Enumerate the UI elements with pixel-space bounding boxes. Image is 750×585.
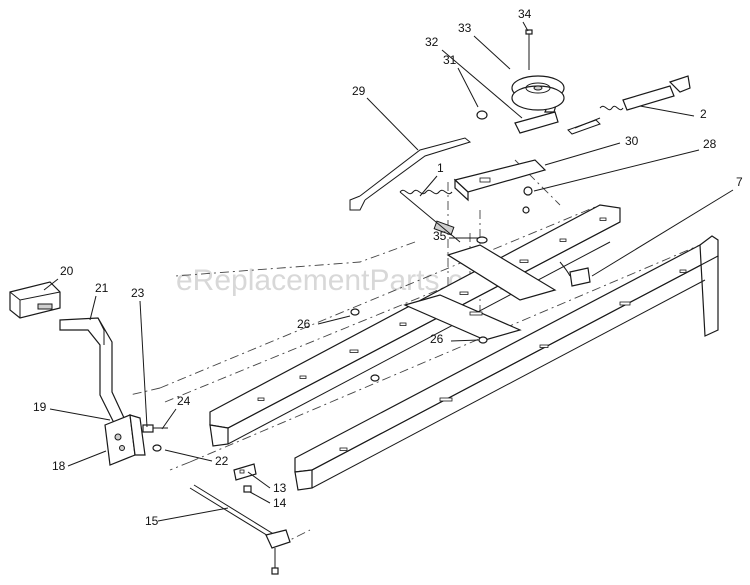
callout-label-34: 34: [518, 7, 532, 21]
nut-28: [523, 186, 533, 196]
pivot-bolt: [142, 424, 168, 433]
idler-pulley: [511, 75, 565, 111]
callout-label-20: 20: [60, 264, 74, 278]
callout-label-31: 31: [443, 53, 457, 67]
callout-leader-18: [67, 450, 107, 467]
callout-label-19: 19: [33, 400, 47, 414]
nut-31: [476, 110, 488, 120]
callout-label-33: 33: [458, 21, 472, 35]
callout-label-21: 21: [95, 281, 109, 295]
callout-leader-2: [639, 105, 695, 117]
callout-leader-34: [522, 21, 529, 32]
callout-leader-28: [533, 149, 700, 192]
washer: [370, 374, 380, 382]
callout-leader-33: [473, 35, 511, 70]
left-frame-rail: [209, 204, 621, 447]
washer-26-a: [350, 308, 360, 316]
callout-leader-26b: [450, 339, 480, 342]
callout-label-26a: 26: [297, 317, 311, 331]
callout-label-14: 14: [273, 496, 287, 510]
callout-label-26b: 26: [430, 332, 444, 346]
callout-label-30: 30: [625, 134, 639, 148]
pulley-bolt: [525, 29, 533, 70]
control-cable: [567, 75, 691, 135]
nut: [522, 206, 530, 214]
callout-leader-7: [591, 189, 734, 277]
callout-leader-30: [544, 142, 621, 166]
callout-leader-15: [157, 507, 229, 522]
washer-22: [152, 444, 162, 452]
callout-label-29: 29: [352, 84, 366, 98]
brake-rod: [349, 137, 472, 211]
callout-leader-13: [247, 471, 271, 489]
brake-link-rod: [189, 484, 291, 575]
callout-leader-31: [457, 67, 479, 108]
callout-leader-29: [366, 97, 419, 151]
pedal-bracket: [104, 414, 146, 466]
rod-end: [559, 261, 591, 287]
washer-35: [476, 236, 488, 244]
callout-leader-20: [43, 278, 59, 291]
callout-label-2: 2: [700, 107, 707, 121]
callout-leader-32: [441, 49, 523, 119]
callout-leader-23: [139, 300, 148, 428]
callout-label-13: 13: [273, 481, 287, 495]
callout-label-24: 24: [177, 394, 191, 408]
pedal-arm: [59, 317, 126, 426]
callout-label-18: 18: [52, 459, 66, 473]
callout-label-32: 32: [425, 35, 439, 49]
frame-cross-members: [403, 244, 557, 341]
callout-label-28: 28: [703, 137, 717, 151]
idler-bracket: [453, 159, 547, 202]
right-frame-rail: [294, 235, 719, 491]
callout-label-7: 7: [736, 175, 743, 189]
callout-leader-14: [249, 491, 271, 504]
spring: [399, 189, 461, 243]
washer-26-b: [478, 336, 488, 344]
callout-label-35: 35: [433, 229, 447, 243]
callout-leader-21: [89, 295, 97, 321]
callout-label-1: 1: [437, 161, 444, 175]
callout-leader-1: [419, 175, 438, 197]
callout-label-22: 22: [215, 454, 229, 468]
bolt-14: [243, 485, 252, 493]
callout-leader-26a: [317, 315, 351, 325]
clevis-clip: [233, 463, 257, 481]
callout-label-23: 23: [131, 286, 145, 300]
pedal-pad: [9, 281, 61, 319]
callout-leader-24: [161, 408, 177, 430]
callout-leader-22: [164, 449, 213, 462]
callout-label-15: 15: [145, 514, 159, 528]
callout-leader-19: [49, 408, 111, 421]
